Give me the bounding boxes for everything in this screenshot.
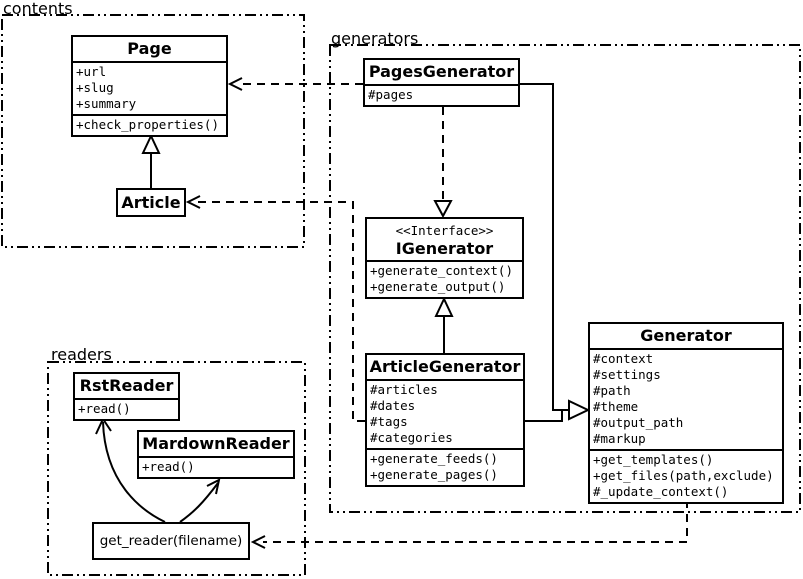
method-generate-pages: +generate_pages() bbox=[370, 467, 498, 482]
attr-slug: +slug bbox=[76, 80, 114, 95]
class-methods-mardownreader: +read() bbox=[139, 456, 293, 477]
class-methods-rstreader: +read() bbox=[75, 398, 178, 419]
attr-context: #context bbox=[593, 351, 654, 366]
attr-articles: #articles bbox=[370, 382, 438, 397]
method-mardown-read: +read() bbox=[142, 459, 195, 474]
class-attributes-page: +url +slug +summary bbox=[73, 61, 226, 114]
method-generate-context: +generate_context() bbox=[370, 263, 513, 278]
class-title-igenerator: IGenerator bbox=[395, 239, 494, 258]
dependency-arrow-pagesgenerator-to-page bbox=[227, 77, 363, 91]
method-get-templates: +get_templates() bbox=[593, 452, 714, 467]
method-get-files: +get_files(path,exclude) bbox=[593, 468, 774, 483]
class-box-article: Article bbox=[116, 188, 186, 217]
attr-tags: #tags bbox=[370, 414, 408, 429]
function-box-get-reader: get_reader(filename) bbox=[92, 522, 250, 560]
attr-output-path: #output_path bbox=[593, 415, 684, 430]
class-attributes-articlegenerator: #articles #dates #tags #categories bbox=[367, 379, 523, 448]
attr-settings: #settings bbox=[593, 367, 661, 382]
method-generate-output: +generate_output() bbox=[370, 279, 506, 294]
class-box-igenerator: <<Interface>> IGenerator +generate_conte… bbox=[365, 217, 524, 299]
package-border-generators bbox=[329, 44, 801, 513]
attr-markup: #markup bbox=[593, 431, 646, 446]
class-title-articlegenerator: ArticleGenerator bbox=[369, 357, 521, 376]
class-attributes-pagesgenerator: #pages bbox=[365, 84, 518, 105]
class-box-mardownreader: MardownReader +read() bbox=[137, 430, 295, 479]
attr-summary: +summary bbox=[76, 96, 137, 111]
class-title-article: Article bbox=[121, 193, 181, 212]
dependency-arrow-generator-to-getreader bbox=[250, 500, 688, 549]
class-attributes-generator: #context #settings #path #theme #output_… bbox=[590, 348, 782, 449]
package-border-contents bbox=[1, 14, 305, 248]
class-title-generator: Generator bbox=[640, 326, 732, 345]
class-box-page: Page +url +slug +summary +check_properti… bbox=[71, 35, 228, 137]
package-border-readers bbox=[47, 361, 306, 576]
class-title-mardownreader: MardownReader bbox=[142, 434, 290, 453]
attr-theme: #theme bbox=[593, 399, 639, 414]
class-box-pagesgenerator: PagesGenerator #pages bbox=[363, 58, 520, 107]
get-reader-label: get_reader(filename) bbox=[99, 533, 243, 549]
attr-pages: #pages bbox=[368, 87, 414, 102]
method-update-context: #_update_context() bbox=[593, 484, 729, 499]
attr-categories: #categories bbox=[370, 430, 453, 445]
inheritance-arrow-article-to-page bbox=[141, 133, 161, 188]
inheritance-arrow-generators-to-generator bbox=[520, 83, 591, 422]
class-methods-articlegenerator: +generate_feeds() +generate_pages() bbox=[367, 448, 523, 485]
association-arrow-getreader-to-mardownreader bbox=[179, 478, 221, 523]
class-box-generator: Generator #context #settings #path #them… bbox=[588, 322, 784, 504]
class-methods-page: +check_properties() bbox=[73, 114, 226, 135]
realization-arrow-pagesgenerator-to-igenerator bbox=[433, 107, 453, 219]
package-label-contents: contents bbox=[3, 0, 73, 18]
class-title-rstreader: RstReader bbox=[79, 376, 174, 395]
package-label-generators: generators bbox=[331, 29, 419, 48]
class-methods-generator: +get_templates() +get_files(path,exclude… bbox=[590, 449, 782, 502]
class-methods-igenerator: +generate_context() +generate_output() bbox=[367, 260, 522, 297]
class-box-rstreader: RstReader +read() bbox=[73, 372, 180, 421]
method-generate-feeds: +generate_feeds() bbox=[370, 451, 498, 466]
dependency-arrow-articlegenerator-to-article bbox=[185, 195, 365, 422]
realization-arrow-articlegenerator-to-igenerator bbox=[434, 296, 454, 353]
method-check-properties: +check_properties() bbox=[76, 117, 219, 132]
class-title-page: Page bbox=[127, 39, 172, 58]
package-label-readers: readers bbox=[51, 345, 112, 364]
attr-dates: #dates bbox=[370, 398, 416, 413]
attr-url: +url bbox=[76, 64, 107, 79]
method-rst-read: +read() bbox=[78, 401, 131, 416]
attr-path: #path bbox=[593, 383, 631, 398]
class-stereotype-igenerator: <<Interface>> bbox=[395, 223, 494, 238]
class-title-pagesgenerator: PagesGenerator bbox=[368, 62, 515, 81]
class-box-articlegenerator: ArticleGenerator #articles #dates #tags … bbox=[365, 353, 525, 487]
